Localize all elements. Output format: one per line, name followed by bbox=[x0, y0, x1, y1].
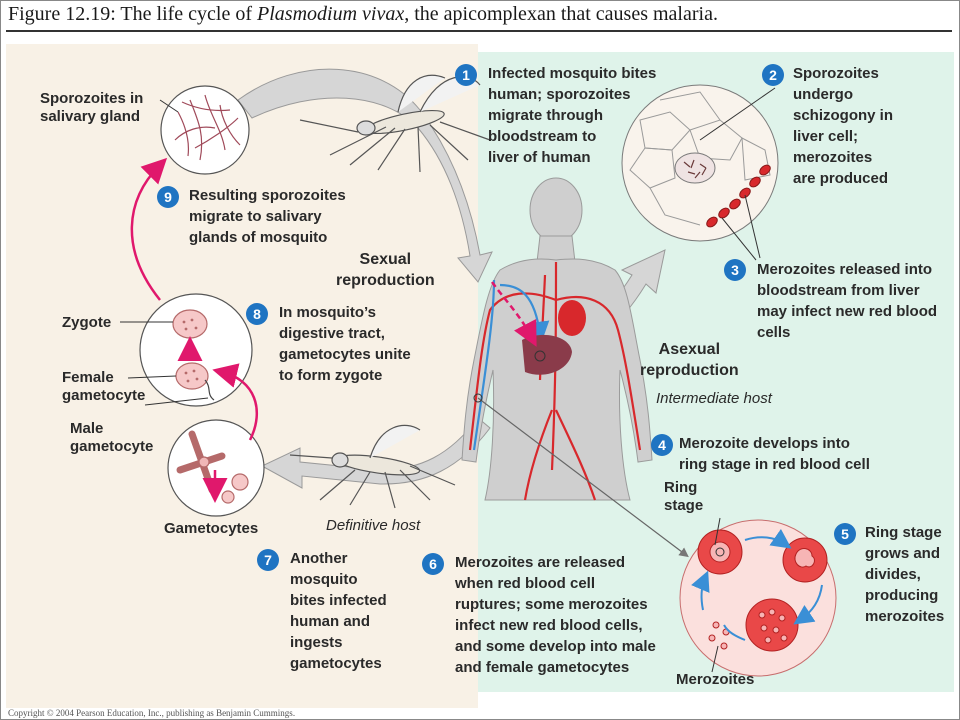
asexual-reproduction-heading: Asexual reproduction bbox=[640, 341, 739, 379]
copyright-notice: Copyright © 2004 Pearson Education, Inc.… bbox=[8, 708, 296, 718]
step-8-text: In mosquito’s digestive tract, gametocyt… bbox=[279, 304, 411, 384]
step-2-text: Sporozoites undergo schizogony in liver … bbox=[793, 65, 894, 187]
step-7-text: Another mosquito bites infected human an… bbox=[290, 550, 387, 672]
step-9-text: Resulting sporozoites migrate to salivar… bbox=[189, 187, 346, 246]
female-gametocyte-label: Female gametocyte bbox=[62, 369, 146, 404]
gametocytes-circle bbox=[167, 419, 265, 517]
human-figure bbox=[461, 177, 653, 501]
step-5-text: Ring stage grows and divides, producing … bbox=[865, 524, 945, 625]
salivary-gland-sporozoites bbox=[160, 85, 250, 175]
male-gametocyte-label: Male gametocyte bbox=[70, 420, 154, 455]
sporozoite-path bbox=[490, 281, 537, 347]
step-3-text: Merozoites released into bloodstream fro… bbox=[757, 261, 938, 341]
step-1-badge: 1 bbox=[455, 64, 477, 86]
step-6-text: Merozoites are released when red blood c… bbox=[455, 554, 656, 676]
step-2-badge: 2 bbox=[762, 64, 784, 86]
mosquito-cycle-arrows bbox=[130, 157, 259, 503]
step-6-badge: 6 bbox=[422, 553, 444, 575]
red-blood-cell-cycle bbox=[679, 517, 837, 677]
step-4-text: Merozoite develops into ring stage in re… bbox=[679, 435, 870, 473]
step-7-badge: 7 bbox=[257, 549, 279, 571]
intermediate-host-label: Intermediate host bbox=[656, 390, 772, 407]
step-1-text: Infected mosquito bites human; sporozoit… bbox=[488, 65, 657, 166]
step-5-badge: 5 bbox=[834, 523, 856, 545]
zygote-label: Zygote bbox=[62, 314, 112, 331]
step-3-badge: 3 bbox=[724, 259, 746, 281]
heart bbox=[558, 300, 586, 336]
step-8-badge: 8 bbox=[246, 303, 268, 325]
mosquito-bottom-icon bbox=[289, 424, 456, 509]
step-9-badge: 9 bbox=[157, 186, 179, 208]
sporozoites-gland-label: Sporozoites in salivary gland bbox=[40, 90, 144, 125]
sexual-reproduction-heading: Sexual reproduction bbox=[336, 251, 435, 289]
ring-stage-label: Ring stage bbox=[664, 479, 704, 514]
liver-cell-schizogony bbox=[621, 84, 779, 261]
zygote-formation-circle bbox=[139, 293, 253, 407]
label-leaders bbox=[120, 99, 209, 406]
definitive-host-label: Definitive host bbox=[326, 517, 421, 534]
step-4-badge: 4 bbox=[651, 434, 673, 456]
human-to-mosquito-arrow bbox=[260, 417, 491, 489]
merozoites-label: Merozoites bbox=[676, 671, 755, 688]
title-rule bbox=[6, 30, 952, 32]
pointer-to-blood-cycle bbox=[477, 397, 689, 558]
figure-title: Figure 12.19: The life cycle of Plasmodi… bbox=[8, 3, 718, 25]
gametocytes-label: Gametocytes bbox=[164, 520, 259, 537]
